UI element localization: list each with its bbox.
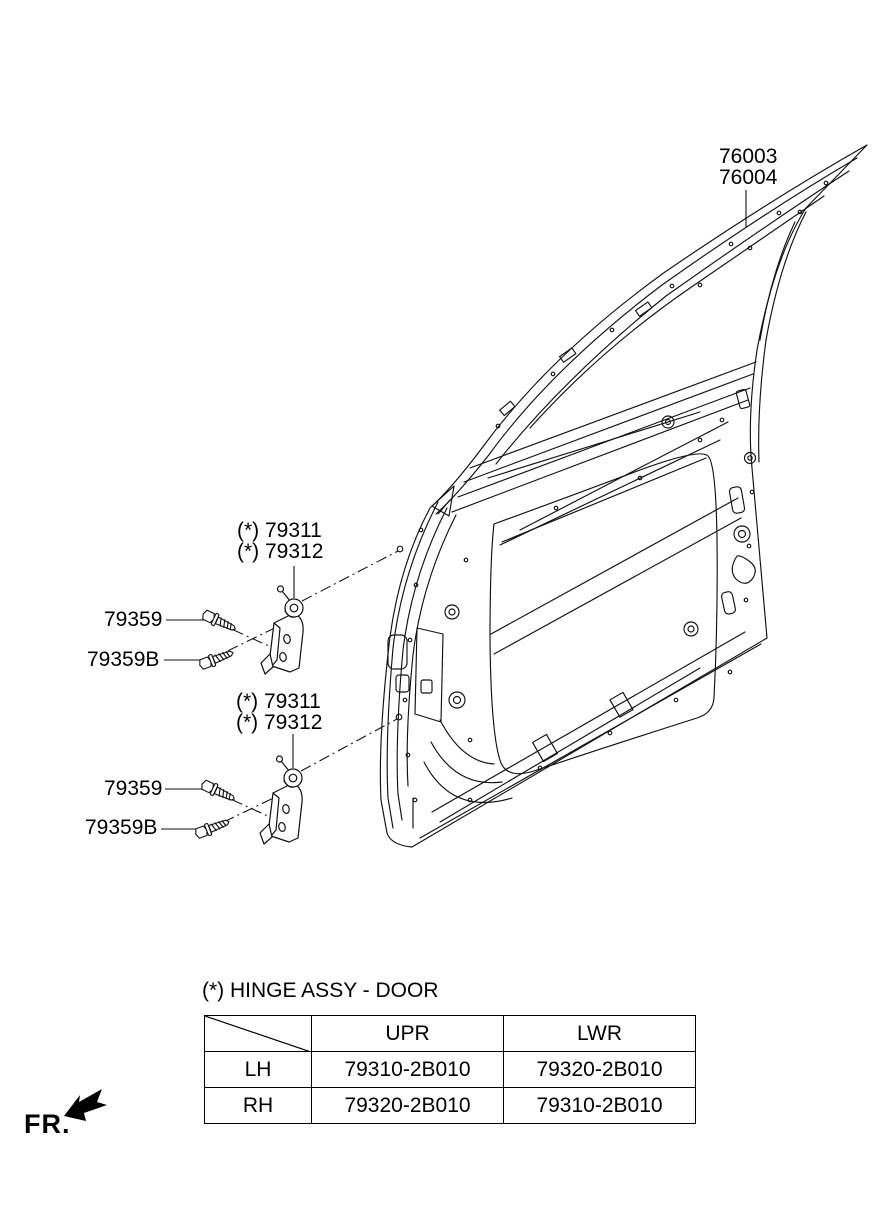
part-label-upper-bolt: 79359 — [104, 608, 163, 631]
part-label-upper-bolt-b: 79359B — [87, 648, 160, 671]
part-number: (*) 79311 — [237, 519, 322, 542]
upper-hinge-bolt — [199, 607, 239, 636]
lower-hinge-bolt — [198, 777, 238, 806]
label-leader-lines — [161, 190, 747, 830]
front-direction-label: FR. — [24, 1109, 71, 1139]
part-label-upper-hinge: (*) 79311 (*) 79312 — [237, 520, 323, 562]
part-number: (*) 79312 — [236, 711, 323, 734]
hinge-table-title: (*) HINGE ASSY - DOOR — [202, 979, 439, 1002]
column-header-lwr: LWR — [503, 1015, 696, 1052]
part-label-lower-bolt: 79359 — [104, 777, 163, 800]
lower-hinge-bolt-b — [193, 815, 232, 841]
front-direction-arrow-icon — [64, 1089, 107, 1121]
diagonal-divider — [205, 1016, 311, 1052]
table-header-row: UPR LWR — [204, 1015, 696, 1052]
part-number: 76004 — [719, 166, 778, 189]
upper-hinge-assembly — [260, 585, 304, 675]
part-label-door-panel: 76003 76004 — [719, 146, 777, 188]
part-number-cell: 79310-2B010 — [503, 1087, 696, 1124]
part-label-lower-bolt-b: 79359B — [85, 816, 158, 839]
part-number: 76003 — [719, 145, 778, 168]
lower-hinge-assembly — [259, 755, 303, 845]
part-number-cell: 79320-2B010 — [503, 1051, 696, 1088]
part-label-lower-hinge: (*) 79311 (*) 79312 — [236, 691, 322, 733]
hinge-part-number-table: UPR LWR LH 79310-2B010 79320-2B010 RH 79… — [204, 1015, 696, 1124]
table-row-rh: RH 79320-2B010 79310-2B010 — [204, 1087, 696, 1124]
upper-hinge-mount-hole — [396, 545, 404, 553]
row-header-rh: RH — [204, 1087, 312, 1124]
part-number-cell: 79310-2B010 — [311, 1051, 504, 1088]
part-number-cell: 79320-2B010 — [311, 1087, 504, 1124]
column-header-upr: UPR — [311, 1015, 504, 1052]
part-number: (*) 79311 — [236, 690, 321, 713]
table-corner-cell — [204, 1015, 312, 1052]
part-number: (*) 79312 — [237, 540, 324, 563]
row-header-lh: LH — [204, 1051, 312, 1088]
table-row-lh: LH 79310-2B010 79320-2B010 — [204, 1051, 696, 1088]
door-panel-art — [379, 144, 868, 848]
lower-hinge-mount-hole — [395, 713, 403, 721]
